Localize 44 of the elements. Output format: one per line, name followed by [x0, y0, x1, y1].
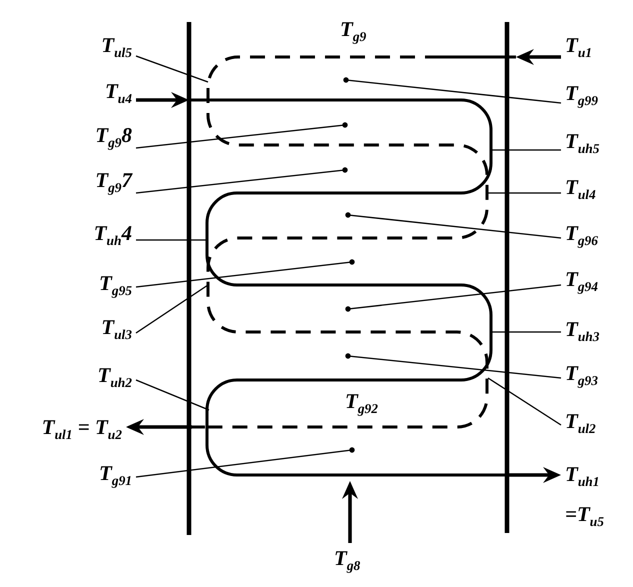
flow-arrow — [136, 92, 189, 108]
temperature-label: T$_{g9}$ — [339, 16, 368, 46]
temperature-label: T$_{ul1}$ = T$_{u2}$ — [38, 412, 126, 444]
temperature-label: T$_{g91}$ — [95, 458, 136, 490]
temperature-label: T$_{uh}$4 — [90, 218, 136, 250]
temperature-label: T$_{g99}$ — [561, 78, 602, 110]
leader-line — [136, 239, 207, 241]
temperature-label: T$_{g95}$ — [95, 268, 136, 300]
leader-line — [488, 377, 562, 426]
leader-line — [345, 353, 562, 379]
temperature-label: T$_{u4}$ — [100, 76, 136, 108]
leader-line — [491, 331, 561, 333]
leader-line — [136, 447, 355, 478]
flow-arrow — [516, 49, 561, 65]
temperature-label: T$_{ul4}$ — [561, 172, 600, 204]
temperature-label: T$_{uh5}$ — [561, 126, 604, 158]
temperature-label: T$_{g8}$ — [330, 543, 364, 575]
leader-line — [136, 55, 208, 83]
leader-line — [136, 284, 208, 334]
leader-line — [136, 379, 210, 411]
temperature-label: T$_{g92}$ — [344, 388, 379, 418]
leader-line — [491, 149, 561, 151]
leader-line — [136, 122, 348, 149]
temperature-label: T$_{uh3}$ — [561, 314, 604, 346]
leader-line — [345, 212, 562, 239]
flow-arrow — [342, 481, 358, 543]
temperature-label: T$_{u1}$ — [561, 30, 596, 62]
temperature-label: T$_{ul5}$ — [97, 30, 136, 62]
leader-line — [343, 77, 562, 104]
flow-arrow — [126, 419, 192, 435]
flow-arrow — [507, 467, 561, 483]
temperature-label: T$_{g9}$8 — [91, 120, 136, 152]
temperature-label: T$_{ul2}$ — [561, 406, 600, 438]
leader-line — [487, 192, 561, 194]
leader-line — [345, 284, 562, 312]
temperature-label: T$_{g94}$ — [561, 264, 602, 296]
temperature-label: T$_{g9}$7 — [91, 165, 136, 197]
temperature-label: T$_{uh2}$ — [94, 360, 136, 392]
leader-line — [136, 259, 355, 288]
temperature-label: T$_{g93}$ — [561, 358, 602, 390]
temperature-label: T$_{ul3}$ — [97, 312, 136, 344]
temperature-label: T$_{uh1}$ =T$_{u5}$ — [561, 452, 621, 538]
temperature-label: T$_{g96}$ — [561, 218, 602, 250]
leader-line — [136, 167, 348, 194]
